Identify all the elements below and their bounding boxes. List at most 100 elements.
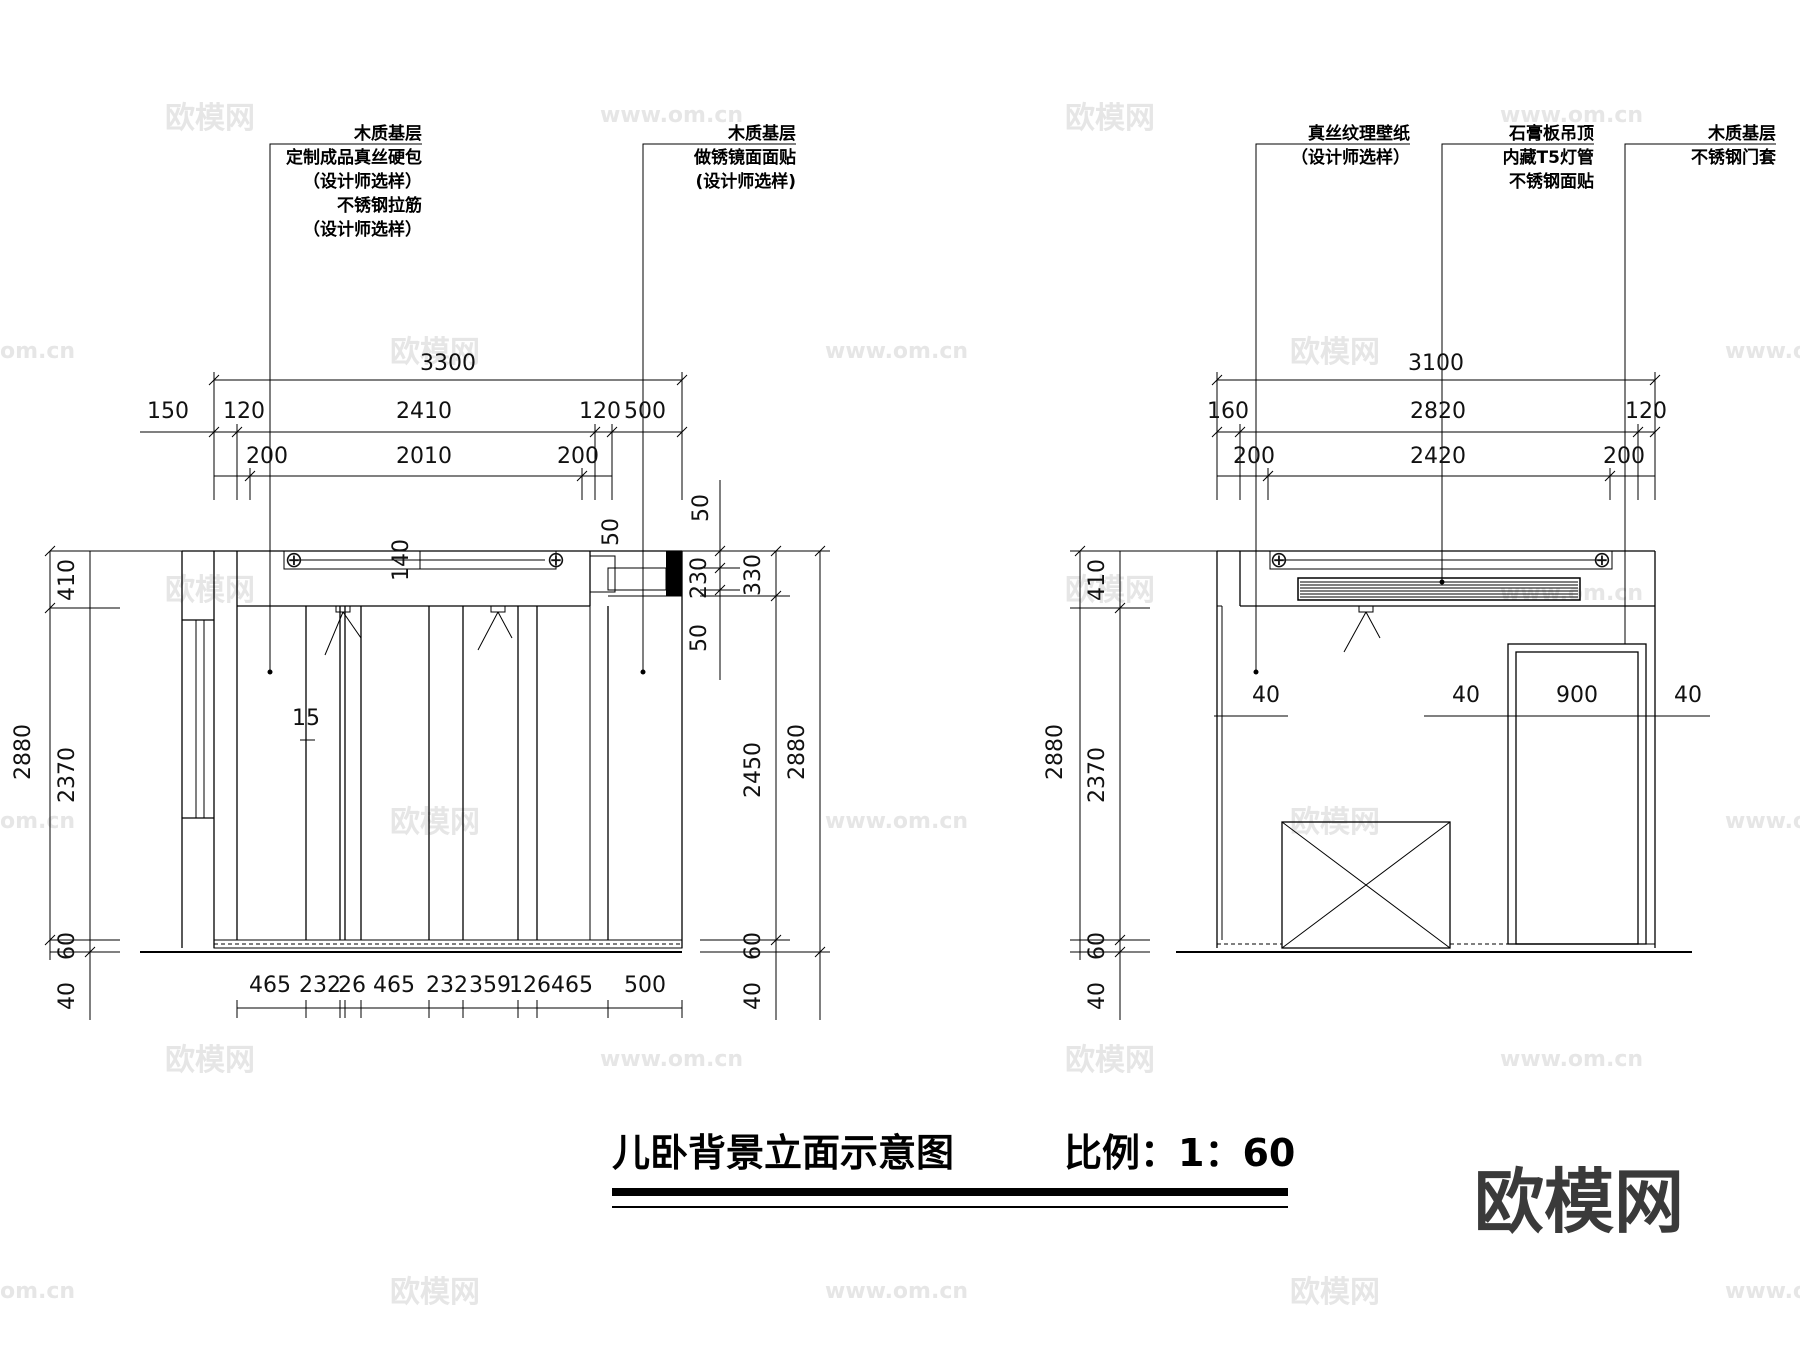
dim-label: 2880 [11,724,36,780]
dim-label: 2820 [1410,399,1466,424]
dim-label: 465 [249,973,291,998]
watermark-logo: 欧模网 [165,1043,255,1078]
watermark-url: om.cn [0,809,75,834]
dim-label: 500 [624,973,666,998]
dim-label: 60 [741,932,766,960]
watermark-url: www.om.cn [1500,103,1643,128]
leader-dot [1253,669,1259,675]
svg-text:⊕: ⊕ [1593,548,1611,573]
dim-label: 120 [579,399,621,424]
left-elevation: 木质基层 定制成品真丝硬包 （设计师选样） 不锈钢拉筋 （设计师选样） 木质基层… [11,123,830,1020]
dim-label: 232 [299,973,341,998]
left-top-dimensions: 3300 150 120 2410 120 500 200 2010 200 [140,351,688,500]
dim-label: 40 [1085,982,1110,1010]
dim-label: 200 [1603,444,1645,469]
dim-label: 200 [246,444,288,469]
dim-label: 410 [1085,559,1110,601]
watermark-url: om.cn [0,1279,75,1304]
watermark-layer: 欧模网 www.om.cn 欧模网 www.om.cn om.cn 欧模网 ww… [0,101,1800,1310]
leader-line [1624,143,1776,645]
dim-label: 465 [551,973,593,998]
watermark-logo: 欧模网 [1065,1043,1155,1078]
dim-label: 2420 [1410,444,1466,469]
dim-label: 120 [1625,399,1667,424]
dim-label: 15 [292,706,320,731]
title-underline [612,1188,1288,1196]
dim-label: 232 [426,973,468,998]
svg-text:⊕: ⊕ [547,548,565,573]
right-note-1: 真丝纹理壁纸 （设计师选样） [1253,123,1410,675]
leader-line [1255,143,1410,672]
leader-line [642,143,796,672]
watermark-url: www.om.cn [1725,339,1800,364]
left-bottom-dimensions: 465 232 26 465 232 359 126 465 500 [236,973,683,1018]
note-line: 木质基层 [727,123,796,144]
note-line: （设计师选样） [303,219,422,240]
title-block: 儿卧背景立面示意图 比例：1：60 [612,1131,1295,1208]
note-line: 做锈镜面面贴 [693,147,796,168]
leader-dot [640,669,646,675]
watermark-logo: 欧模网 [1290,335,1380,370]
watermark-url: www.om.cn [825,809,968,834]
left-note-2: 木质基层 做锈镜面面贴 (设计师选样) [640,123,796,675]
right-top-dimensions: 3100 160 2820 120 200 2420 200 [1207,351,1667,500]
watermark-logo: 欧模网 [390,335,480,370]
dim-label: 50 [687,624,712,652]
dim-label: 2010 [396,444,452,469]
dim-label: 26 [338,973,366,998]
note-line: 真丝纹理壁纸 [1308,123,1410,144]
note-line: (设计师选样) [695,171,796,192]
dim-label: 410 [55,559,80,601]
note-line: （设计师选样） [1291,147,1410,168]
dim-label: 160 [1207,399,1249,424]
dim-label: 230 [687,557,712,599]
dim-label: 465 [373,973,415,998]
watermark-logo: 欧模网 [390,805,480,840]
drawing-title: 儿卧背景立面示意图 [612,1131,954,1175]
dim-label: 50 [599,518,624,546]
right-wall: ⊕ ⊕ [1176,548,1710,953]
dim-label: 2410 [396,399,452,424]
note-line: 定制成品真丝硬包 [286,147,422,168]
watermark-logo: 欧模网 [1290,1275,1380,1310]
watermark-url: www.om.cn [825,339,968,364]
note-line: 木质基层 [353,123,422,144]
watermark-logo: 欧模网 [390,1275,480,1310]
leader-dot [267,669,273,675]
dim-label: 2450 [741,742,766,798]
right-vertical-dimensions: 2880 410 2370 60 40 [1043,545,1217,1020]
note-line: 不锈钢拉筋 [337,195,422,216]
note-line: 内藏T5灯管 [1503,147,1594,168]
dim-label: 3100 [1408,351,1464,376]
watermark-url: www.om.cn [1500,1047,1643,1072]
dim-label: 2370 [55,747,80,803]
dim-label: 126 [509,973,551,998]
note-line: 石膏板吊顶 [1508,123,1594,144]
dim-label: 330 [741,554,766,596]
dim-label: 40 [1674,683,1702,708]
right-elevation: 真丝纹理壁纸 （设计师选样） 石膏板吊顶 内藏T5灯管 不锈钢面贴 木质基层 不… [1043,123,1777,1020]
dim-label: 40 [55,982,80,1010]
dim-label: 50 [689,494,714,522]
watermark-url: www.om.cn [600,103,743,128]
watermark-url: www.om.cn [1725,1279,1800,1304]
dim-label: 60 [55,932,80,960]
dim-label: 40 [1452,683,1480,708]
dim-label: 40 [1252,683,1280,708]
watermark-logo: 欧模网 [1065,101,1155,136]
dim-label: 200 [1233,444,1275,469]
watermark-url: www.om.cn [600,1047,743,1072]
dim-label: 2370 [1085,747,1110,803]
note-line: 不锈钢面贴 [1509,171,1594,192]
dim-label: 40 [741,982,766,1010]
dim-label: 60 [1085,932,1110,960]
dim-label: 900 [1556,683,1598,708]
dim-label: 150 [147,399,189,424]
left-note-1: 木质基层 定制成品真丝硬包 （设计师选样） 不锈钢拉筋 （设计师选样） [267,123,422,675]
dim-label: 2880 [1043,724,1068,780]
dim-label: 359 [469,973,511,998]
dim-label: 500 [624,399,666,424]
drawing-scale: 比例：1：60 [1064,1131,1295,1175]
leader-line [1441,143,1594,582]
note-line: （设计师选样） [303,171,422,192]
